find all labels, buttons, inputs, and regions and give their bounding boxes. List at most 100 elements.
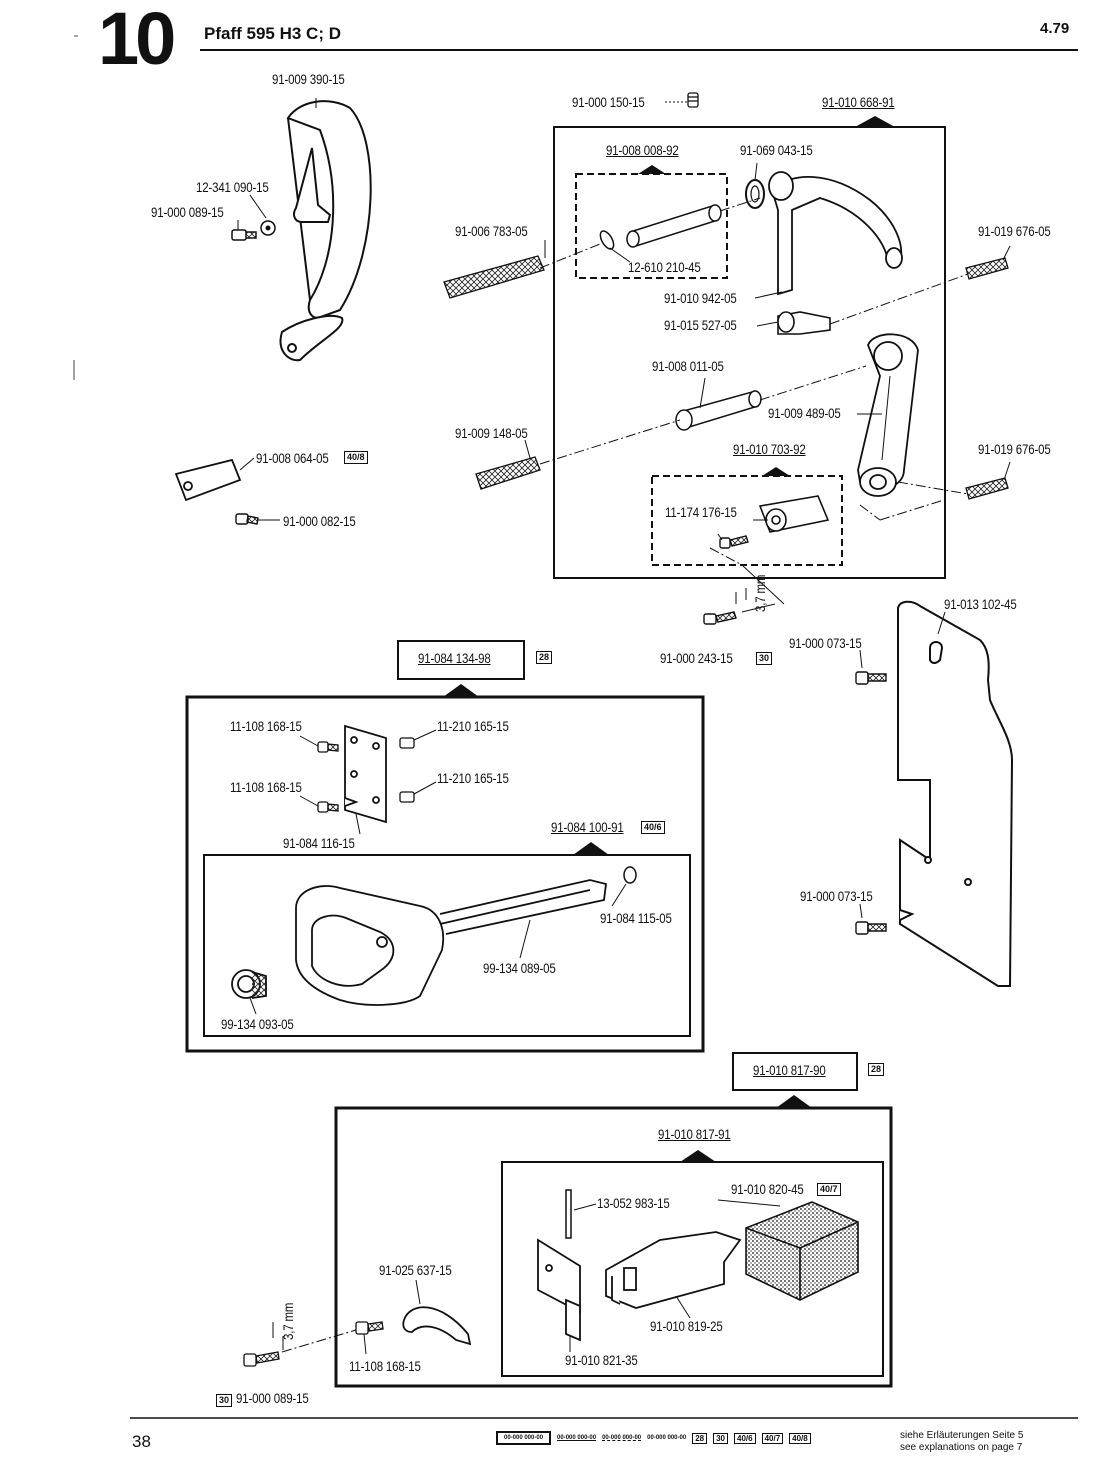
label-91009390: 91-009 390-15: [272, 71, 345, 87]
label-91084100: 91-084 100-91: [551, 819, 624, 835]
mesh-sleeve-91006783: [443, 255, 545, 299]
label-11174176: 11-174 176-15: [665, 504, 737, 520]
set-screw-91000150: [687, 92, 699, 108]
revision-date: 4.79: [1040, 20, 1070, 37]
label-91000089b: 91-000 089-15: [236, 1390, 309, 1406]
label-91010817-91: 91-010 817-91: [658, 1126, 731, 1142]
label-91019676b: 91-019 676-05: [978, 441, 1051, 457]
assembly-box-91084134: [185, 695, 705, 1053]
badge-40-6: 40/6: [641, 821, 665, 834]
clamp-91015527: [777, 311, 831, 335]
label-91000089a: 91-000 089-15: [151, 204, 224, 220]
label-11210165a: 11-210 165-15: [437, 718, 509, 734]
label-91000082: 91-000 082-15: [283, 513, 356, 529]
cover-plate-91013102: [897, 600, 1014, 987]
label-11108168c: 11-108 168-15: [349, 1358, 421, 1374]
badge-40-8-a: 40/8: [344, 451, 368, 464]
assembly-box-91010668: [553, 126, 946, 579]
label-11210165b: 11-210 165-15: [437, 770, 509, 786]
chapter-number: 10: [98, 0, 176, 80]
foam-block-91010820: [745, 1201, 859, 1301]
badge-28-b: 28: [868, 1063, 885, 1076]
knob-99134093: [231, 969, 267, 999]
label-91025637: 91-025 637-15: [379, 1262, 452, 1278]
label-91084115: 91-084 115-05: [600, 910, 672, 926]
bracket-91010821: [537, 1238, 581, 1342]
model-title: Pfaff 595 H3 C; D: [204, 24, 341, 43]
label-91009489: 91-009 489-05: [768, 405, 841, 421]
screw-91000089: [231, 229, 257, 241]
spring-clip-91025637: [402, 1306, 472, 1346]
bracket-91084116: [344, 724, 387, 824]
explanation-note-en: see explanations on page 7: [900, 1442, 1023, 1453]
label-91009148: 91-009 148-05: [455, 425, 528, 441]
label-91010703: 91-010 703-92: [733, 441, 806, 457]
label-13052983: 13-052 983-15: [597, 1195, 670, 1211]
legend-code-plain: 00-000 000-00: [647, 1435, 687, 1441]
legend-badge-30: 30: [713, 1432, 728, 1444]
badge-28-a: 28: [536, 651, 553, 664]
legend-code-boxed: 00-000 000-00: [496, 1431, 552, 1445]
label-11108168a: 11-108 168-15: [230, 718, 302, 734]
retaining-ring-12610210: [599, 230, 615, 250]
screw-91000082: [235, 513, 259, 525]
dimension-lines-a: [735, 564, 785, 613]
label-91000150: 91-000 150-15: [572, 94, 645, 110]
screws-11108168: [317, 741, 339, 813]
screw-11108168-c: [355, 1321, 384, 1335]
subassembly-box-91010703: [651, 475, 843, 566]
badge-30-a: 30: [756, 652, 773, 665]
legend-badge-40-7: 40/7: [761, 1432, 784, 1444]
badge-30-b: 30: [216, 1394, 233, 1407]
label-91010668: 91-010 668-91: [822, 94, 895, 110]
link-arm-91009489: [857, 333, 919, 497]
label-91010942: 91-010 942-05: [664, 290, 737, 306]
screw-11174176: [719, 535, 749, 549]
label-91008008: 91-008 008-92: [606, 142, 679, 158]
label-91013102: 91-013 102-45: [944, 596, 1017, 612]
label-11108168b: 11-108 168-15: [230, 779, 302, 795]
slide-plate-91010819: [605, 1231, 742, 1309]
subassembly-box-91008008: [575, 173, 728, 279]
dimension-3-7mm-a: 3,7 mm: [752, 574, 768, 612]
tab-91008064: [174, 458, 242, 502]
legend-badge-40-6: 40/6: [734, 1432, 756, 1444]
legend-code-underlined: 00-000 000-00: [557, 1435, 597, 1441]
assembly-box-91084100: [203, 854, 691, 1037]
label-91006783: 91-006 783-05: [455, 223, 528, 239]
label-12610210: 12-610 210-45: [628, 259, 701, 275]
label-91008011: 91-008 011-05: [652, 358, 724, 374]
clamp-block-91010703: [758, 495, 830, 533]
label-91010817-90: 91-010 817-90: [753, 1062, 826, 1078]
label-91084116: 91-084 116-15: [283, 835, 355, 851]
label-91010819: 91-010 819-25: [650, 1318, 723, 1334]
mesh-sleeve-91009148: [475, 456, 541, 490]
label-91010820: 91-010 820-45: [731, 1181, 804, 1197]
label-91019676a: 91-019 676-05: [978, 223, 1051, 239]
dimension-lines-b: [272, 1322, 284, 1350]
mesh-sleeve-91019676-top: [965, 257, 1009, 280]
crank-arm-91010942: [768, 171, 903, 296]
legend-strip: 00-000 000-00 00-000 000-00 00-000 000-0…: [496, 1431, 811, 1445]
label-91010821: 91-010 821-35: [565, 1352, 638, 1368]
screw-91000243: [703, 611, 737, 625]
screw-91000073-bottom: [855, 921, 887, 935]
label-91015527: 91-015 527-05: [664, 317, 737, 333]
screw-91000073-top: [855, 671, 887, 685]
label-box-91010817: [732, 1052, 858, 1091]
label-12341090: 12-341 090-15: [196, 179, 269, 195]
badge-40-7: 40/7: [817, 1183, 841, 1196]
label-box-91084134: [397, 640, 525, 680]
legend-code-dashed: 00-000 000-00: [602, 1435, 642, 1441]
assembly-box-91010817-90: [334, 1106, 893, 1388]
pin-13052983: [565, 1189, 572, 1239]
label-91000073a: 91-000 073-15: [789, 635, 862, 651]
belt-guard-part: [279, 98, 372, 362]
label-91008064: 91-008 064-05: [256, 450, 329, 466]
label-91084134: 91-084 134-98: [418, 650, 491, 666]
explanation-note-de: siehe Erläuterungen Seite 5: [900, 1430, 1024, 1441]
label-91000243: 91-000 243-15: [660, 650, 733, 666]
dimension-3-7mm-b: 3,7 mm: [280, 1302, 296, 1340]
screws-11210165: [399, 737, 415, 803]
legend-badge-28: 28: [692, 1432, 708, 1444]
